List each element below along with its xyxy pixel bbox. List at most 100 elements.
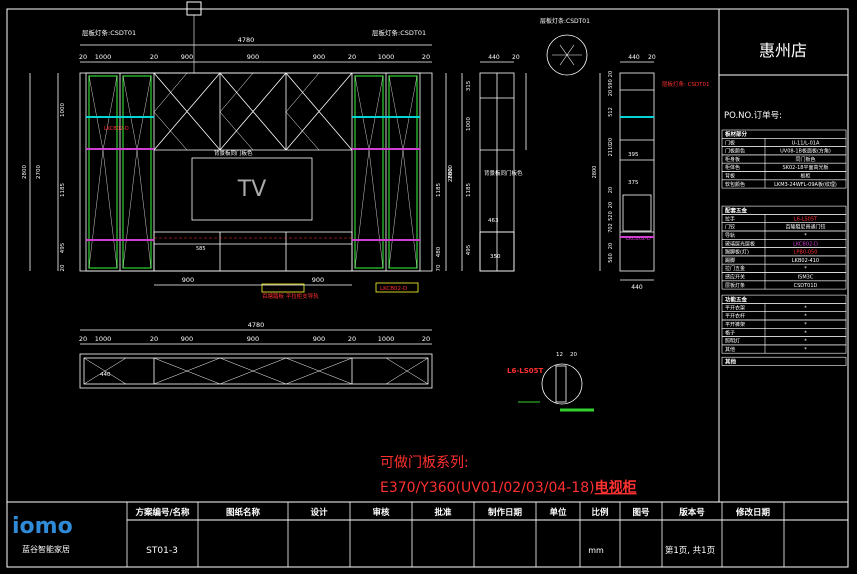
store-name: 惠州店 [759,41,807,60]
spec-key: 踢脚 [725,257,735,264]
title-header-1: 图纸名称 [226,507,261,518]
spec-key: 平开衣架 [725,304,745,311]
svg-text:440: 440 [628,54,640,61]
svg-text:20: 20 [570,352,577,358]
section-dim-12: 2800 [592,166,598,179]
plan-dim-8: 20 [422,335,430,343]
section-callout-1: 层板灯条: CSDT01 [662,80,710,88]
section-dim-8: 20 [608,202,614,208]
plan-dim-0: 20 [79,335,87,343]
svg-text:350: 350 [490,254,501,260]
spec-key: 感应开关 [725,274,745,281]
spec-key: 软包颜色 [725,181,745,188]
section-detail-circle [546,34,588,76]
order-label: PO.NO.订单号: [724,110,782,121]
side-dim-3: 495 [466,244,472,255]
front-callout-box [375,282,419,293]
top-dim-7: 1000 [378,53,395,61]
svg-text:20: 20 [648,54,656,61]
section-dim-7: 520 [608,211,614,221]
spec-key: 层板灯条 [725,282,745,289]
drawing-frame [6,8,849,568]
tv-screen [191,157,313,221]
top-dim-5: 900 [313,53,325,61]
svg-text:440: 440 [488,54,500,61]
top-dim-8: 20 [422,53,430,61]
title-header-3: 审核 [372,507,390,518]
front-mid-callout: LKCB02-D [104,126,129,132]
left-dim-0: 1000 [60,103,66,117]
spec-key: 柜身板 [725,156,740,163]
title-header-0: 方案编号/名称 [135,507,190,518]
spec-key: 玻璃层光层板 [725,240,755,247]
left-dim-2: 1185 [60,183,66,197]
spec-key: 踢脚板(灯) [725,249,749,256]
title-header-4: 批准 [434,507,452,518]
section-dim-10: 20 [608,243,614,249]
series-note: 可做门板系列: E370/Y360(UV01/02/03/04-18)电视柜 [380,455,637,496]
spec-value: 百隆阻尼普通门铰 [785,224,825,231]
spec-value: * [804,339,807,345]
sheet-number: 第1页, 共1页 [665,545,715,556]
total-width-dim: 4780 [238,36,255,44]
top-dim-2: 20 [150,53,158,61]
title-header-8: 图号 [632,508,650,518]
section-dim-5: 2110 [608,144,614,157]
plan-dim-3: 900 [181,335,193,343]
section-view [599,61,655,281]
plan-view [79,329,433,389]
svg-text:375: 375 [628,180,639,186]
left-dim-1: 2700 [36,165,42,179]
title-block: 方案编号/名称图纸名称设计审核批准制作日期单位比例图号版本号修改日期 iomo … [7,501,849,567]
top-dim-0: 20 [79,53,87,61]
title-header-9: 版本号 [678,507,705,518]
right-dim-0: 2800 [448,165,454,179]
title-header-10: 修改日期 [735,507,771,518]
spec-value: U-11/L-01A [792,140,820,146]
spec-key: 门板颜色 [725,148,745,155]
back-panel-label: 背景板同门板色 [214,149,253,157]
lamp-label-left: 层板灯条:CSDT01 [82,28,136,37]
spec-value: L6-LS05T [794,216,818,222]
spec-section-title: 其他 [725,357,737,365]
title-header-5: 制作日期 [488,507,523,518]
bottom-dim-1: 900 [182,276,194,284]
cabinet-outline [79,72,433,272]
section-dim-11: 560 [608,253,614,263]
section-lamp-label: 层板灯条:CSDT01 [540,17,590,25]
svg-text:395: 395 [628,152,639,158]
plan-dim-6: 20 [348,335,356,343]
bottom-dim-2: 900 [312,276,324,284]
spec-key: 平开裤架 [725,321,745,328]
top-dim-1: 1000 [95,53,112,61]
spec-value: * [804,347,807,353]
side-dim-1: 1000 [466,117,472,131]
spec-key: 门铰 [725,224,735,231]
lamp-label-right: 层板灯条:CSDT01 [372,28,426,37]
base-callout-box [261,283,305,293]
company-logo: iomo 蓝谷智能家居 [12,514,73,554]
plan-total-width: 4780 [248,321,265,329]
plan-dim-4: 900 [247,335,259,343]
logo-text: iomo [12,514,73,539]
svg-text:440: 440 [631,284,643,291]
spec-value: * [804,314,807,320]
note-line-2: E370/Y360(UV01/02/03/04-18)电视柜 [380,479,637,496]
spec-value: * [804,233,807,239]
section-dim-9: 702 [608,223,614,233]
detail-labels: L6-LS05T 12 20 [507,352,577,375]
title-header-6: 单位 [549,507,567,518]
top-dim-6: 20 [348,53,356,61]
right-dim-3: 70 [436,264,442,271]
section-dim-6: 20 [608,187,614,193]
spec-value: LKCB02-D [793,241,818,247]
section-dim-3: 512 [608,107,614,117]
front-view [29,44,447,286]
spec-value: CSDT01D [794,283,818,289]
spec-key: 导轨 [725,232,735,239]
top-dim-3: 900 [181,53,193,61]
side-dim-2: 1185 [466,183,472,197]
